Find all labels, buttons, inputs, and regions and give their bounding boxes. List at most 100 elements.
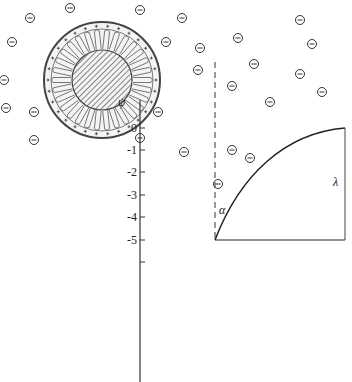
minus-sign: [198, 48, 203, 49]
positive-charge: [117, 27, 120, 30]
minus-sign: [4, 108, 9, 109]
surfactant-tail: [94, 111, 101, 131]
base-line: [215, 239, 345, 240]
dashed-boundary: [215, 62, 216, 240]
anion-symbol: [234, 34, 243, 43]
surfactant-tail: [132, 84, 152, 93]
micelle-core: [72, 50, 132, 110]
minus-sign: [230, 150, 235, 151]
minus-sign: [252, 64, 257, 65]
minus-sign: [236, 38, 241, 39]
minus-sign: [298, 74, 303, 75]
y-axis: [139, 100, 140, 382]
minus-sign: [216, 184, 221, 185]
head-layer: [51, 29, 153, 131]
positive-charge: [137, 38, 140, 41]
positive-charge: [74, 125, 77, 128]
surfactant-tail: [126, 96, 144, 111]
surfactant-tail: [115, 106, 128, 124]
anion-symbol: [162, 38, 171, 47]
anion-symbol: [196, 44, 205, 53]
anion-symbol: [246, 154, 255, 163]
surfactant-tail: [103, 30, 110, 50]
positive-charge: [74, 32, 77, 35]
surfactant-tail: [84, 109, 94, 128]
potential-curve: [215, 128, 345, 240]
minus-sign: [10, 42, 15, 43]
surfactant-tails: [47, 25, 158, 135]
positive-charge: [153, 90, 156, 93]
positive-charge: [153, 67, 156, 70]
anion-symbol: [308, 40, 317, 49]
length-label: λ: [333, 176, 338, 188]
anion-symbol: [0, 76, 9, 85]
surfactant-tail: [109, 109, 119, 128]
positive-charge: [48, 67, 51, 70]
surfactant-tail: [56, 58, 75, 70]
positive-charge: [47, 79, 50, 82]
positive-charge: [48, 90, 51, 93]
minus-sign: [68, 8, 73, 9]
positive-charge: [64, 38, 67, 41]
surfactant-tail: [129, 90, 148, 102]
surfactant-tail: [133, 78, 153, 83]
positive-charge: [128, 32, 131, 35]
anion-symbol: [30, 108, 39, 117]
positive-charge: [106, 25, 109, 28]
anion-symbol: [228, 146, 237, 155]
surfactant-tail: [84, 32, 94, 51]
minus-sign: [310, 44, 315, 45]
right-boundary: [345, 128, 346, 240]
positive-charge: [150, 100, 153, 103]
surfactant-tail: [75, 106, 88, 124]
anion-symbol: [296, 70, 305, 79]
surfactant-tail: [52, 78, 72, 83]
surfactant-tail: [121, 42, 137, 59]
minus-sign: [298, 20, 303, 21]
angle-label: α: [219, 204, 225, 216]
anion-symbol: [250, 60, 259, 69]
surfactant-tail: [61, 96, 79, 111]
surfactant-tail: [126, 49, 144, 64]
surfactant-tail: [94, 30, 101, 50]
anion-symbol: [154, 108, 163, 117]
anion-symbol: [178, 14, 187, 23]
anion-symbol: [266, 98, 275, 107]
anion-symbol: [8, 38, 17, 47]
micelle-outline: [44, 22, 160, 138]
positive-charge: [117, 130, 120, 133]
minus-sign: [230, 86, 235, 87]
positive-charge: [84, 130, 87, 133]
surfactant-tail: [53, 84, 73, 93]
axis-ticks: [140, 128, 145, 262]
anion-symbol: [194, 66, 203, 75]
tick-label: 0: [131, 122, 137, 134]
positive-charge: [95, 25, 98, 28]
anion-symbol: [318, 88, 327, 97]
anion-symbol: [136, 6, 145, 15]
minus-sign: [156, 112, 161, 113]
minus-sign: [138, 10, 143, 11]
anion-symbol: [66, 4, 75, 13]
minus-sign: [28, 18, 33, 19]
positive-charge: [137, 119, 140, 122]
positive-charge: [57, 47, 60, 50]
anion-symbol: [296, 16, 305, 25]
tick-label: -2: [127, 166, 137, 178]
positive-charge: [155, 79, 158, 82]
surfactant-tail: [103, 111, 110, 131]
positive-charge: [51, 100, 54, 103]
positive-charge: [150, 57, 153, 60]
anion-symbol: [30, 136, 39, 145]
minus-sign: [196, 70, 201, 71]
anion-symbol: [180, 148, 189, 157]
tick-label: -5: [127, 234, 137, 246]
tick-label: -1: [127, 144, 137, 156]
positive-charge: [95, 132, 98, 135]
positive-charge: [128, 125, 131, 128]
surfactant-tail: [75, 36, 88, 54]
positive-charge: [57, 110, 60, 113]
minus-sign: [32, 112, 37, 113]
positive-charge: [144, 47, 147, 50]
